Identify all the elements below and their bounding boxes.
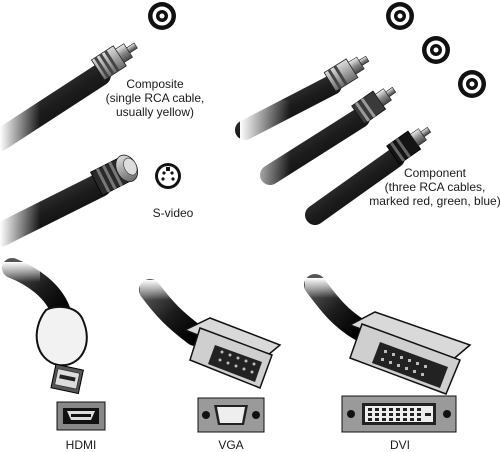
composite-label-line-3: usually yellow)	[115, 105, 195, 119]
hdmi-port-icon	[56, 401, 106, 431]
svideo-cable	[0, 154, 139, 260]
component-label-line-1: Component	[403, 166, 467, 180]
component-cables	[235, 55, 432, 230]
composite-label-line-2: (single RCA cable,	[105, 91, 205, 105]
hdmi-label: HDMI	[65, 438, 97, 452]
svideo-jack-icon	[155, 163, 181, 189]
composite-cable	[0, 42, 138, 160]
vga-label: VGA	[218, 438, 244, 452]
svideo-label: S-video	[152, 206, 194, 220]
vga-cable	[139, 279, 282, 389]
dvi-label: DVI	[389, 438, 410, 452]
vga-port-icon	[197, 397, 265, 433]
composite-label-line-1: Composite	[126, 77, 184, 91]
component-label: Component (three RCA cables, marked red,…	[368, 166, 500, 208]
hdmi-cable	[0, 258, 88, 395]
component-jack-icon-1	[386, 2, 414, 30]
component-label-line-3: marked red, green, blue)	[369, 194, 500, 208]
component-label-line-2: (three RCA cables,	[384, 180, 486, 194]
dvi-port-icon	[341, 395, 457, 433]
component-jack-icon-2	[422, 36, 450, 64]
dvi-cable	[304, 274, 472, 395]
composite-label: Composite (single RCA cable, usually yel…	[100, 77, 210, 119]
composite-jack-icon	[148, 2, 176, 30]
component-jack-icon-3	[458, 70, 486, 98]
